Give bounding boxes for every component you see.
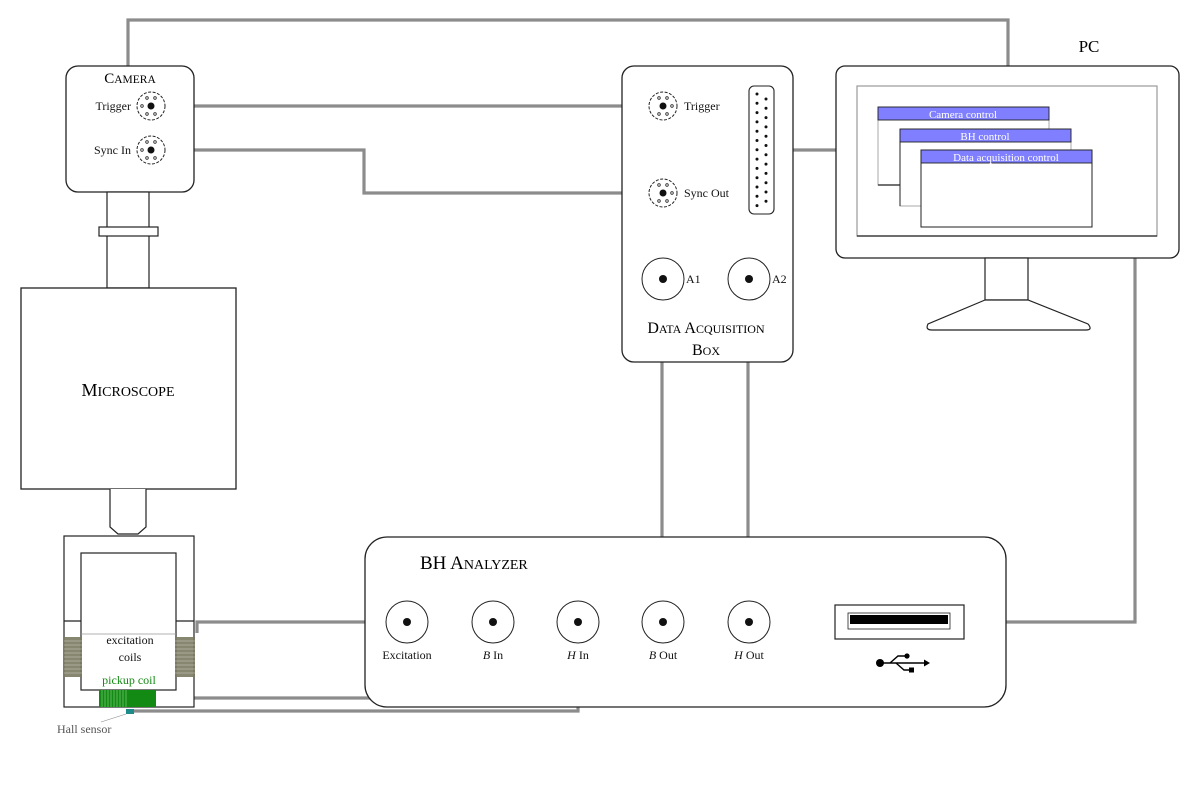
pc: PC Camera control BH control Data acquis… — [835, 37, 1180, 331]
bh-excitation-port[interactable] — [385, 600, 429, 644]
connector-pin — [764, 153, 768, 157]
bh-port-label-b-in: B In — [483, 648, 503, 662]
wire-excitation — [195, 620, 407, 633]
bh-port-label-b-out: B Out — [649, 648, 678, 662]
usb-icon — [876, 653, 930, 673]
data-acquisition-box: Trigger Sync Out A1 A2 DATA ACQUISIT — [621, 65, 794, 363]
camera-port-label-trigger: Trigger — [95, 99, 131, 113]
tube-ring — [98, 226, 159, 237]
hall-sensor — [126, 709, 134, 714]
monitor-stand-neck — [984, 257, 1029, 301]
connector-pin — [764, 181, 768, 185]
daq-title-line1: DATA ACQUISITION — [647, 320, 765, 337]
microscope-title: MICROSCOPE — [81, 380, 174, 400]
camera-sync-in-port[interactable] — [136, 135, 166, 165]
daq-sync-out-port[interactable] — [648, 178, 678, 208]
camera-trigger-port[interactable] — [136, 91, 166, 121]
connector-pin — [764, 199, 768, 203]
connector-pin — [764, 125, 768, 129]
excitation-coil-right — [175, 637, 195, 677]
window-titlebar[interactable] — [877, 106, 1050, 121]
bh-port-label-h-in: H In — [566, 648, 589, 662]
excitation-coils-label-2: coils — [119, 650, 142, 664]
daq-a2-port[interactable] — [727, 257, 771, 301]
pickup-coil — [99, 690, 156, 707]
microscope-body — [20, 287, 237, 490]
connector-pin — [755, 194, 759, 198]
connector-pin — [764, 171, 768, 175]
monitor-stand-base — [926, 299, 1091, 331]
window-titlebar[interactable] — [899, 128, 1072, 143]
excitation-coils-label-1: excitation — [106, 633, 153, 647]
bh-port-label-h-out: H Out — [733, 648, 764, 662]
connector-pin — [764, 106, 768, 110]
connector-pin — [755, 166, 759, 170]
pickup-coil-label: pickup coil — [102, 673, 156, 687]
connector-pin — [764, 144, 768, 147]
wire-pc-to-usb — [965, 258, 1137, 624]
daq-a1-port[interactable] — [641, 257, 685, 301]
wire-camera-sync-to-daq-sync — [150, 148, 662, 195]
bh-h-out-port[interactable] — [727, 600, 771, 644]
window-title-camera-control: Camera control — [929, 109, 997, 121]
connector-pin — [764, 190, 768, 194]
microscope-assembly: MICROSCOPE — [20, 191, 237, 535]
connector-pin — [755, 101, 759, 105]
connector-pin — [755, 129, 759, 133]
daq-port-label-sync-out: Sync Out — [684, 186, 730, 200]
daq-port-label-trigger: Trigger — [684, 99, 720, 113]
connector-pin — [755, 139, 759, 142]
camera: CAMERA Trigger Sync In — [65, 65, 195, 193]
camera-title: CAMERA — [104, 71, 156, 87]
connector-pin — [764, 162, 768, 166]
connector-pin — [755, 185, 759, 189]
daq-title-line2: BOX — [692, 342, 720, 359]
window-title-bh-control: BH control — [960, 131, 1009, 143]
bh-analyzer: BH ANALYZER Excitation B In H In B Out H… — [364, 536, 1007, 708]
connector-pin — [755, 92, 759, 96]
camera-tube — [106, 191, 150, 289]
bh-analyzer-title: BH ANALYZER — [420, 553, 528, 574]
usb-port[interactable] — [834, 604, 965, 640]
daq-trigger-port[interactable] — [648, 91, 678, 121]
connector-pin — [764, 116, 768, 120]
yoke-inner — [80, 552, 177, 691]
db25-connector[interactable] — [748, 85, 775, 215]
bh-b-in-port[interactable] — [471, 600, 515, 644]
daq-port-label-a2: A2 — [772, 272, 787, 286]
connector-pin — [764, 134, 768, 138]
pc-label: PC — [1079, 37, 1100, 56]
bh-analyzer-body — [364, 536, 1007, 708]
connector-pin — [755, 176, 759, 180]
hall-sensor-label: Hall sensor — [57, 722, 111, 736]
connector-pin — [755, 148, 759, 152]
connector-pin — [764, 97, 768, 101]
bh-h-in-port[interactable] — [556, 600, 600, 644]
bh-port-label-excitation: Excitation — [382, 648, 431, 662]
connector-pin — [755, 157, 759, 161]
objective-lens — [109, 489, 147, 535]
connector-pin — [755, 111, 759, 115]
window-titlebar[interactable] — [920, 149, 1093, 164]
daq-port-label-a1: A1 — [686, 272, 701, 286]
excitation-coil-left — [64, 637, 82, 677]
connector-pin — [755, 120, 759, 124]
connector-pin — [755, 204, 759, 208]
window-data-acquisition-control[interactable]: Data acquisition control — [920, 149, 1093, 228]
wire-camera-to-pc — [126, 18, 1010, 66]
window-title-data-acquisition-control: Data acquisition control — [953, 152, 1059, 164]
camera-port-label-sync-in: Sync In — [94, 143, 131, 157]
bh-b-out-port[interactable] — [641, 600, 685, 644]
sample-holder: excitation coils pickup coil Hall sensor — [57, 535, 195, 736]
